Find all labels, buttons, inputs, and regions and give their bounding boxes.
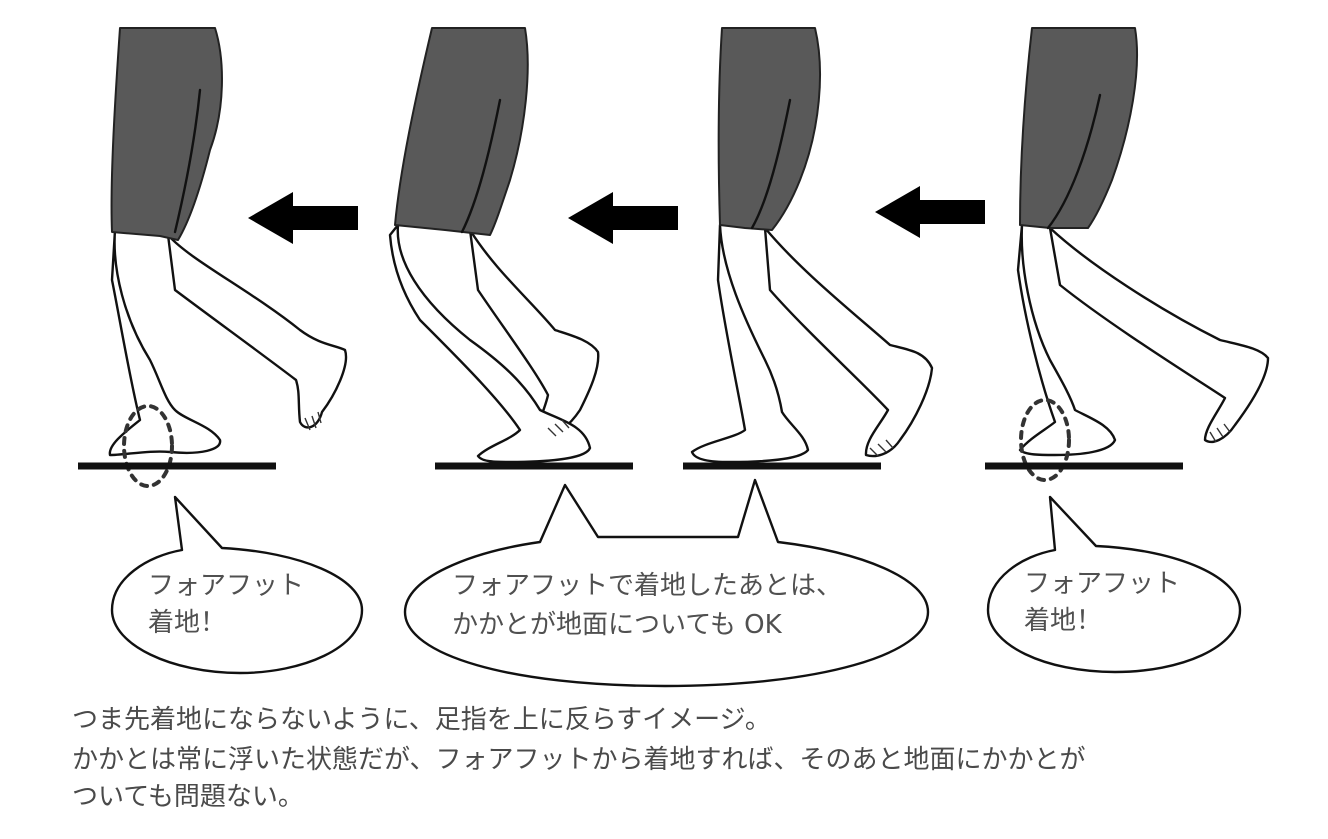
- runner-figure-4: [985, 27, 1270, 482]
- bubble-left-line2: 着地！: [148, 608, 226, 638]
- front-leg: [690, 223, 810, 464]
- back-leg: [1048, 226, 1270, 444]
- back-toes: [304, 411, 322, 431]
- direction-arrow: [568, 192, 678, 244]
- shorts-seam: [750, 98, 792, 230]
- shorts: [717, 27, 821, 231]
- bubble-center-line2: かかとが地面についても OK: [452, 610, 783, 640]
- shorts-seam: [1046, 93, 1102, 230]
- shorts-seam: [173, 88, 202, 234]
- bubble-right-line1: フォアフット: [1024, 569, 1180, 599]
- direction-arrow: [875, 186, 985, 238]
- back-leg: [763, 226, 934, 458]
- shorts: [394, 27, 529, 236]
- speech-bubble-center: [403, 478, 930, 688]
- back-toes: [547, 419, 570, 437]
- direction-arrow: [248, 192, 358, 244]
- impact-marker: [122, 404, 174, 488]
- back-toes: [869, 439, 894, 457]
- runner-figure-3: [683, 27, 934, 470]
- front-leg: [1016, 223, 1117, 457]
- shorts-seam: [460, 98, 502, 234]
- bubble-left-line1: フォアフット: [148, 571, 304, 601]
- front-leg: [388, 223, 592, 464]
- shorts: [1019, 27, 1138, 229]
- bubble-right-line2: 着地！: [1024, 606, 1102, 636]
- caption-line-1: つま先着地にならないように、足指を上に反らすイメージ。: [72, 705, 771, 735]
- speech-bubble-right: [986, 495, 1242, 674]
- runner-figure-2: [388, 27, 633, 470]
- impact-marker: [1019, 398, 1071, 482]
- back-toes: [1209, 423, 1231, 443]
- caption-line-2: かかとは常に浮いた状態だが、フォアフットから着地すれば、そのあと地面にかかとが: [72, 745, 1085, 775]
- speech-bubble-left: [110, 495, 364, 675]
- back-leg: [166, 233, 348, 429]
- bubble-center-line1: フォアフットで着地したあとは、: [452, 571, 842, 601]
- shorts: [110, 27, 223, 241]
- runner-figure-1: [78, 27, 348, 488]
- caption-line-3: ついても問題ない。: [72, 782, 304, 812]
- back-leg: [468, 228, 600, 442]
- front-leg: [108, 228, 222, 457]
